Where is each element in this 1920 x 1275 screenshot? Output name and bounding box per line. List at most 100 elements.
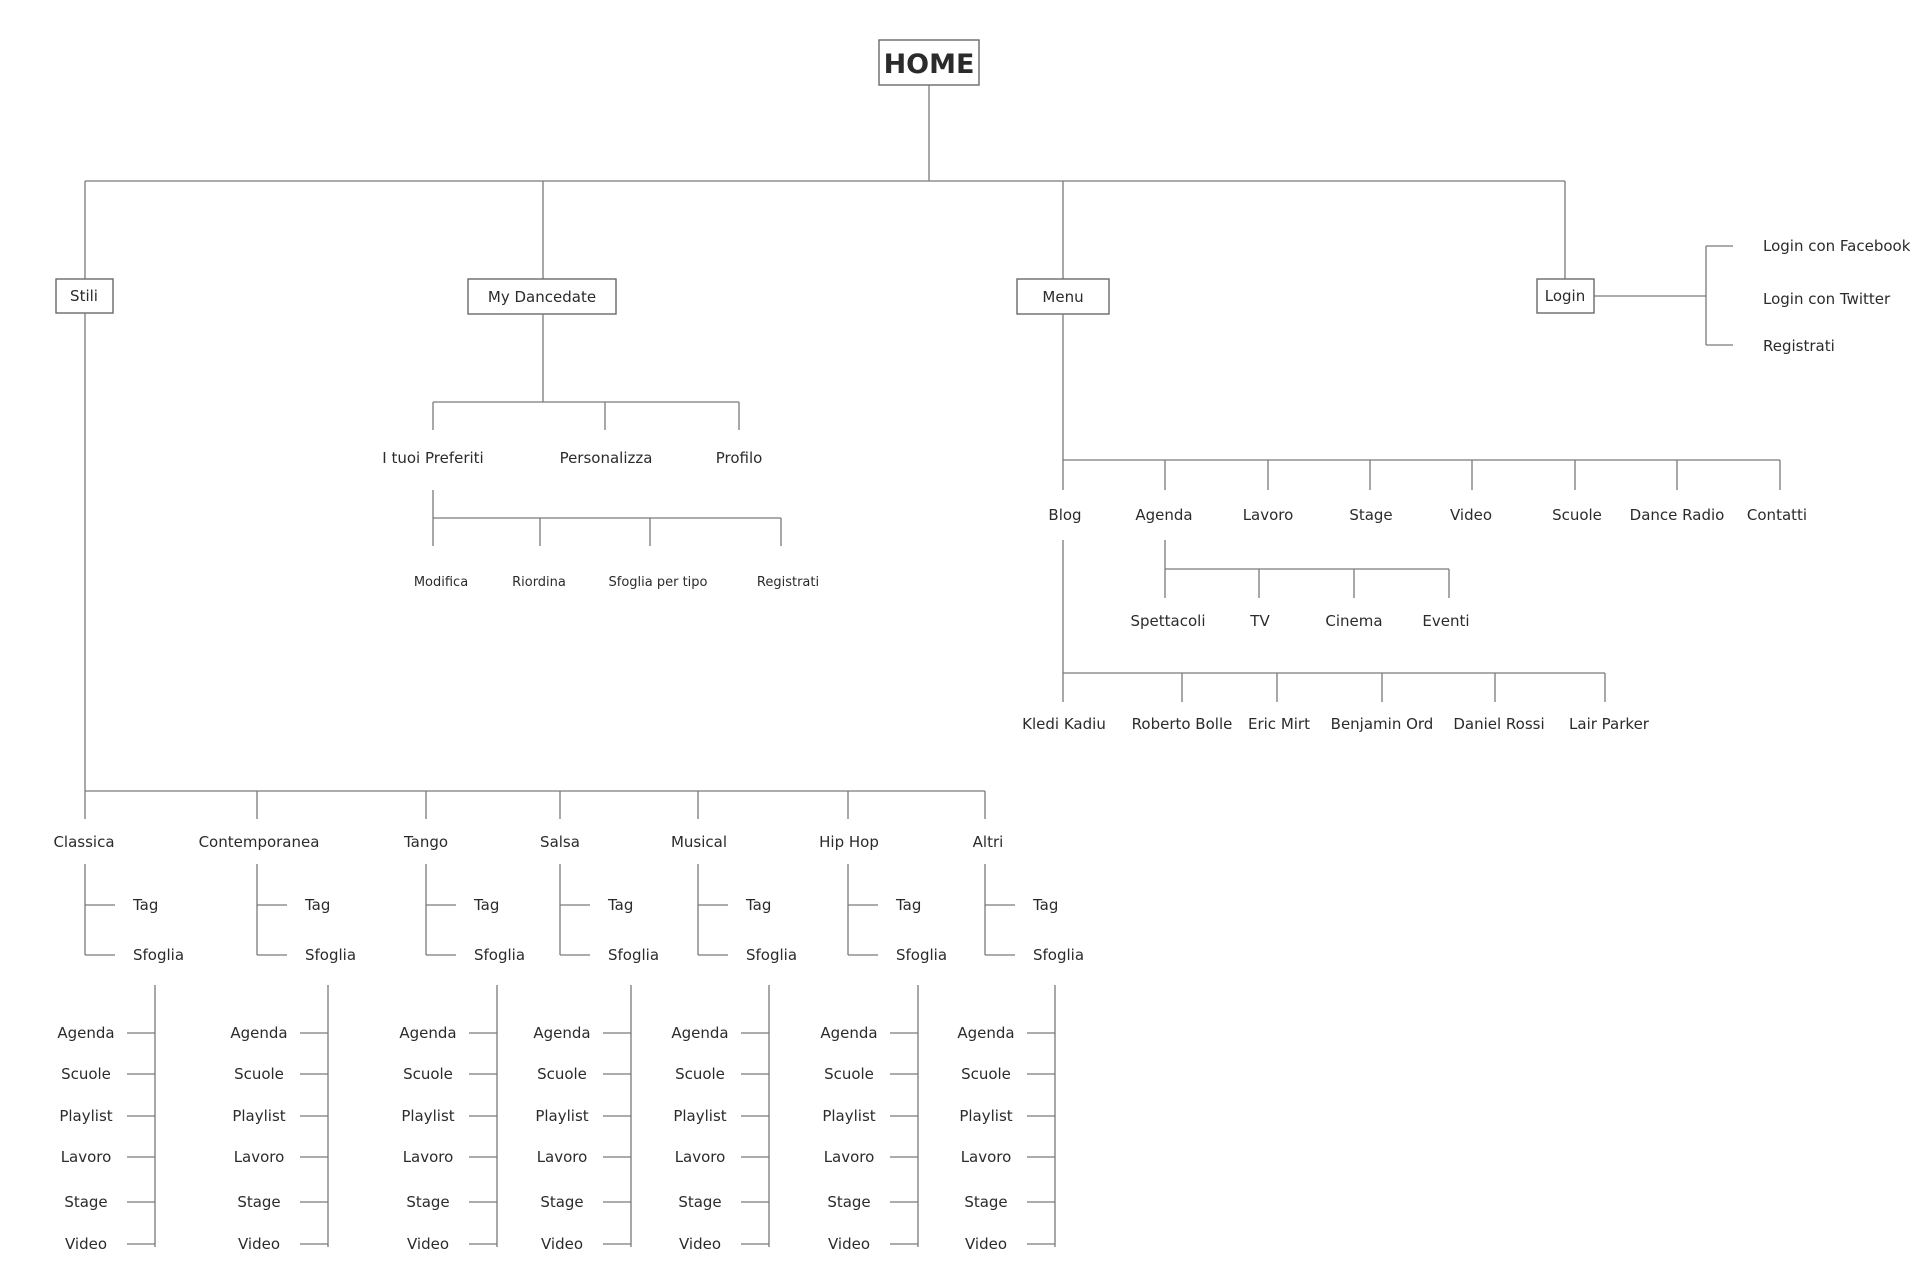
- sfoglia-item: Stage: [964, 1193, 1007, 1211]
- style-item: Musical: [671, 833, 727, 851]
- my-dancedate-item: Profilo: [716, 449, 763, 467]
- sfoglia-item: Video: [65, 1235, 107, 1253]
- sfoglia-item: Lavoro: [824, 1148, 875, 1166]
- menu-item: Video: [1450, 506, 1492, 524]
- sfoglia-item: Lavoro: [61, 1148, 112, 1166]
- style-tag-item: Tag: [1032, 896, 1058, 914]
- sfoglia-item: Lavoro: [537, 1148, 588, 1166]
- agenda-item: Spettacoli: [1131, 612, 1206, 630]
- sfoglia-item: Agenda: [671, 1024, 728, 1042]
- blog-item: Eric Mirt: [1248, 715, 1310, 733]
- login-option: Login con Twitter: [1763, 290, 1891, 308]
- style-tag-item: Tag: [895, 896, 921, 914]
- menu-item: Stage: [1349, 506, 1392, 524]
- style-sfoglia-item: Sfoglia: [305, 946, 356, 964]
- sfoglia-item: Playlist: [535, 1107, 588, 1125]
- sfoglia-item: Playlist: [232, 1107, 285, 1125]
- style-sfoglia-item: Sfoglia: [1033, 946, 1084, 964]
- sfoglia-item: Agenda: [230, 1024, 287, 1042]
- style-columns: ClassicaTagSfogliaAgendaScuolePlaylistLa…: [53, 791, 1084, 1253]
- login-option: Login con Facebook: [1763, 237, 1911, 255]
- preferiti-item: Sfoglia per tipo: [609, 575, 708, 590]
- menu-item: Lavoro: [1243, 506, 1294, 524]
- section-my-dancedate-box: [467, 278, 617, 315]
- sfoglia-item: Lavoro: [403, 1148, 454, 1166]
- sfoglia-item: Stage: [827, 1193, 870, 1211]
- sfoglia-item: Agenda: [820, 1024, 877, 1042]
- sfoglia-item: Stage: [540, 1193, 583, 1211]
- sfoglia-item: Agenda: [533, 1024, 590, 1042]
- agenda-item: TV: [1249, 612, 1270, 630]
- blog-item: Daniel Rossi: [1453, 715, 1544, 733]
- menu-item: Scuole: [1552, 506, 1602, 524]
- my-dancedate-item: I tuoi Preferiti: [382, 449, 483, 467]
- sfoglia-item: Scuole: [961, 1065, 1011, 1083]
- sfoglia-item: Scuole: [675, 1065, 725, 1083]
- preferiti-item: Registrati: [757, 575, 819, 590]
- menu-item: Dance Radio: [1630, 506, 1725, 524]
- sfoglia-item: Scuole: [824, 1065, 874, 1083]
- section-menu-label: Menu: [1042, 288, 1083, 306]
- style-item: Contemporanea: [199, 833, 320, 851]
- sfoglia-item: Playlist: [401, 1107, 454, 1125]
- menu-item: Agenda: [1135, 506, 1192, 524]
- sfoglia-item: Stage: [64, 1193, 107, 1211]
- sfoglia-item: Lavoro: [234, 1148, 285, 1166]
- agenda-item: Eventi: [1422, 612, 1469, 630]
- sfoglia-item: Video: [828, 1235, 870, 1253]
- agenda-item: Cinema: [1325, 612, 1382, 630]
- blog-item: Lair Parker: [1569, 715, 1650, 733]
- style-item: Altri: [973, 833, 1004, 851]
- menu-item: Blog: [1048, 506, 1081, 524]
- sfoglia-item: Video: [238, 1235, 280, 1253]
- blog-item: Benjamin Ord: [1331, 715, 1434, 733]
- home-label: HOME: [884, 49, 975, 80]
- sfoglia-item: Stage: [678, 1193, 721, 1211]
- sfoglia-item: Agenda: [57, 1024, 114, 1042]
- menu-item: Contatti: [1747, 506, 1807, 524]
- sfoglia-item: Video: [541, 1235, 583, 1253]
- section-login-box: [1536, 278, 1595, 314]
- style-sfoglia-item: Sfoglia: [896, 946, 947, 964]
- style-sfoglia-item: Sfoglia: [133, 946, 184, 964]
- sfoglia-item: Playlist: [959, 1107, 1012, 1125]
- sfoglia-item: Playlist: [59, 1107, 112, 1125]
- my-dancedate-item: Personalizza: [560, 449, 653, 467]
- sfoglia-item: Video: [679, 1235, 721, 1253]
- style-item: Hip Hop: [819, 833, 879, 851]
- sfoglia-item: Scuole: [403, 1065, 453, 1083]
- sfoglia-item: Video: [965, 1235, 1007, 1253]
- blog-item: Roberto Bolle: [1132, 715, 1233, 733]
- style-tag-item: Tag: [304, 896, 330, 914]
- style-tag-item: Tag: [607, 896, 633, 914]
- style-sfoglia-item: Sfoglia: [608, 946, 659, 964]
- sfoglia-item: Lavoro: [961, 1148, 1012, 1166]
- sfoglia-item: Agenda: [957, 1024, 1014, 1042]
- home-box: [878, 39, 980, 86]
- sfoglia-item: Stage: [406, 1193, 449, 1211]
- style-tag-item: Tag: [132, 896, 158, 914]
- blog-item: Kledi Kadiu: [1022, 715, 1106, 733]
- sfoglia-item: Video: [407, 1235, 449, 1253]
- section-login-label: Login: [1545, 287, 1585, 305]
- style-item: Classica: [53, 833, 114, 851]
- sfoglia-item: Lavoro: [675, 1148, 726, 1166]
- preferiti-item: Riordina: [512, 575, 566, 590]
- sfoglia-item: Stage: [237, 1193, 280, 1211]
- login-option: Registrati: [1763, 337, 1835, 355]
- style-sfoglia-item: Sfoglia: [474, 946, 525, 964]
- sfoglia-item: Agenda: [399, 1024, 456, 1042]
- section-my-dancedate-label: My Dancedate: [488, 288, 596, 306]
- style-tag-item: Tag: [473, 896, 499, 914]
- sfoglia-item: Playlist: [673, 1107, 726, 1125]
- sfoglia-item: Scuole: [234, 1065, 284, 1083]
- style-tag-item: Tag: [745, 896, 771, 914]
- style-sfoglia-item: Sfoglia: [746, 946, 797, 964]
- sfoglia-item: Scuole: [537, 1065, 587, 1083]
- preferiti-item: Modifica: [414, 575, 468, 590]
- style-item: Tango: [403, 833, 448, 851]
- sfoglia-item: Scuole: [61, 1065, 111, 1083]
- sfoglia-item: Playlist: [822, 1107, 875, 1125]
- section-stili-box: [55, 278, 114, 314]
